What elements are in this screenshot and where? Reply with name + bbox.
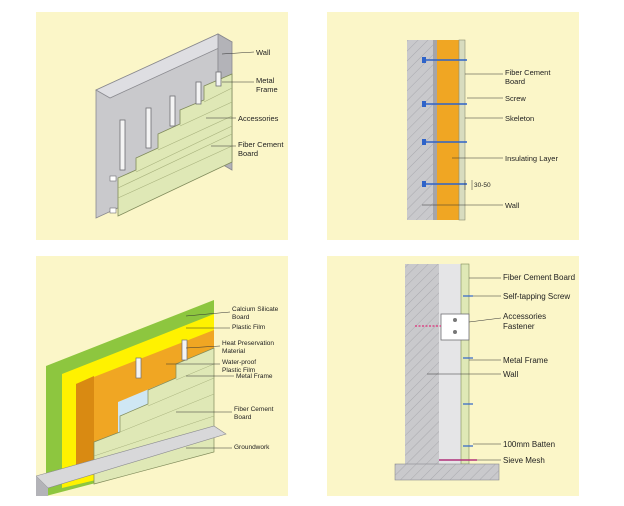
label-insulating-layer: Insulating Layer: [505, 154, 558, 163]
vertical-section-drawing: [407, 39, 503, 221]
label-wall: Wall: [256, 48, 271, 57]
label-metal-frame: Metal Frame: [503, 356, 548, 365]
label-metal-frame: Metal Frame: [256, 76, 278, 94]
label-fiber-cement-board: Fiber Cement Board: [505, 68, 551, 86]
label-accessories-fastener: Accessories Fastener: [503, 312, 547, 331]
label-metal-frame: Metal Frame: [236, 373, 273, 380]
layered-wall-drawing: [36, 300, 234, 496]
panel-layered-wall: Calcium Silicate Board Plastic Film Heat…: [36, 256, 288, 496]
label-heat-preservation-material: Heat Preservation Material: [222, 340, 275, 355]
panel-batten-section: Fiber Cement Board Self-tapping Screw Ac…: [327, 256, 579, 496]
label-sieve-mesh: Sieve Mesh: [503, 456, 545, 465]
label-self-tapping-screw: Self-tapping Screw: [503, 292, 571, 301]
label-groundwork: Groundwork: [234, 444, 270, 451]
label-waterproof-plastic-film: Water-proof Plastic Film: [222, 359, 257, 374]
label-wall: Wall: [505, 201, 520, 210]
label-accessories: Accessories: [238, 114, 279, 123]
panel-vertical-section: Fiber Cement Board Screw Skeleton Insula…: [327, 12, 579, 240]
label-batten: 100mm Batten: [503, 440, 556, 449]
label-plastic-film: Plastic Film: [232, 324, 266, 331]
label-screw: Screw: [505, 94, 526, 103]
isometric-wall-drawing: [95, 33, 255, 219]
label-fiber-cement-board: Fiber Cement Board: [503, 273, 576, 282]
label-fiber-cement-board: Fiber Cement Board: [238, 140, 284, 158]
panel-isometric-wall: Wall Metal Frame Accessories Fiber Cemen…: [36, 12, 288, 240]
label-skeleton: Skeleton: [505, 114, 535, 123]
label-dimension: 30-50: [474, 182, 491, 189]
batten-section-drawing: [394, 263, 502, 481]
label-fiber-cement-board: Fiber Cement Board: [234, 406, 274, 421]
label-wall: Wall: [503, 370, 519, 379]
label-calcium-silicate-board: Calcium Silicate Board: [232, 306, 279, 321]
